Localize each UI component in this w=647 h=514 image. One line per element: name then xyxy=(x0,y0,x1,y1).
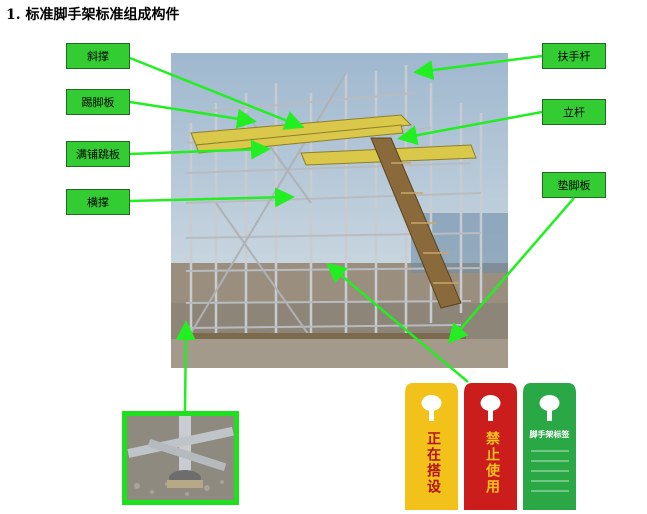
arrow-base-plate xyxy=(447,197,575,344)
label-toe-board: 踢脚板 xyxy=(66,89,130,115)
arrow-toe-board xyxy=(129,100,257,129)
arrow-horizontal-brace xyxy=(129,187,295,208)
label-handrail: 扶手杆 xyxy=(542,43,606,69)
arrow-full-deck xyxy=(129,139,271,160)
arrow-tags xyxy=(326,262,469,383)
arrow-standard xyxy=(397,110,543,146)
tag-scaffold-ok: 脚手架标签 xyxy=(523,383,576,510)
tag-do-not-use: 禁止使用 xyxy=(464,383,517,510)
tag-red-text: 禁止使用 xyxy=(484,431,500,495)
base-plate-closeup xyxy=(122,411,239,505)
arrow-inset xyxy=(175,320,196,412)
tag-yellow-text: 正在搭设 xyxy=(425,431,441,495)
arrow-diagonal-brace xyxy=(129,56,305,130)
label-diagonal-brace: 斜撑 xyxy=(66,43,130,69)
page-heading: 1. 标准脚手架标准组成构件 xyxy=(6,7,180,23)
label-horizontal-brace: 横撑 xyxy=(66,189,130,215)
label-base-plate: 垫脚板 xyxy=(542,172,606,198)
label-full-deck: 满铺跳板 xyxy=(66,141,130,167)
arrow-handrail xyxy=(413,54,543,80)
label-standard: 立杆 xyxy=(542,99,606,125)
tag-under-construction: 正在搭设 xyxy=(405,383,458,510)
tag-green-title: 脚手架标签 xyxy=(529,429,570,439)
